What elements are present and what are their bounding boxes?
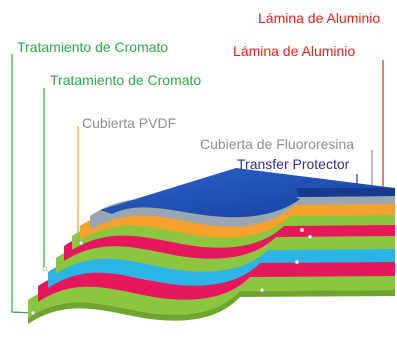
layer-magenta-2	[64, 224, 395, 261]
label-aluminio-2: Lámina de Aluminio	[233, 43, 356, 59]
marker-cromato-1	[30, 310, 36, 316]
leader-cromato-1	[11, 54, 34, 314]
label-fluororesina: Cubierta de Fluororesina	[200, 136, 355, 152]
marker-cromato-2	[42, 266, 48, 272]
layer-green-bottom-edge	[28, 290, 395, 324]
layer-green-upper	[72, 214, 395, 250]
label-aluminio-1: Lámina de Aluminio	[258, 10, 381, 26]
marker-transfer	[299, 227, 305, 233]
layer-orange	[80, 203, 395, 240]
layer-green-mid	[56, 235, 395, 274]
marker-fluororesina	[307, 234, 313, 240]
label-cromato-2: Tratamiento de Cromato	[50, 72, 202, 88]
label-pvdf: Cubierta PVDF	[82, 115, 177, 131]
label-transfer: Transfer Protector	[237, 156, 350, 172]
layer-stack	[28, 168, 395, 324]
marker-aluminio-2	[294, 259, 300, 265]
label-cromato-1: Tratamiento de Cromato	[17, 39, 169, 55]
layer-blue-side	[296, 188, 395, 197]
leader-pvdf	[77, 126, 81, 244]
marker-aluminio-1	[259, 287, 265, 293]
marker-pvdf	[78, 240, 84, 246]
marker-dots	[30, 227, 313, 316]
layer-blue-top	[100, 168, 395, 218]
